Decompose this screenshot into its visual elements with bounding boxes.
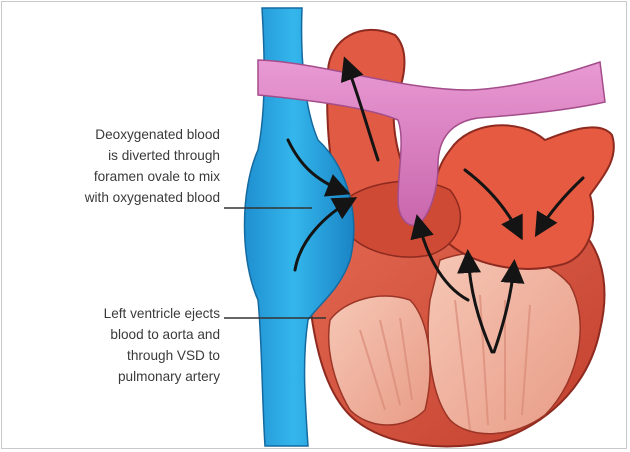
callout-line: with oxygenated blood — [85, 187, 220, 208]
callout-foramen-ovale: Deoxygenated blood is diverted through f… — [85, 124, 220, 208]
callout-line: blood to aorta and — [104, 324, 220, 345]
callout-line: through VSD to — [104, 345, 220, 366]
callout-left-ventricle: Left ventricle ejects blood to aorta and… — [104, 303, 220, 387]
callout-line: foramen ovale to mix — [85, 166, 220, 187]
callout-line: Left ventricle ejects — [104, 303, 220, 324]
callout-line: pulmonary artery — [104, 366, 220, 387]
callout-line: is diverted through — [85, 145, 220, 166]
callout-line: Deoxygenated blood — [85, 124, 220, 145]
